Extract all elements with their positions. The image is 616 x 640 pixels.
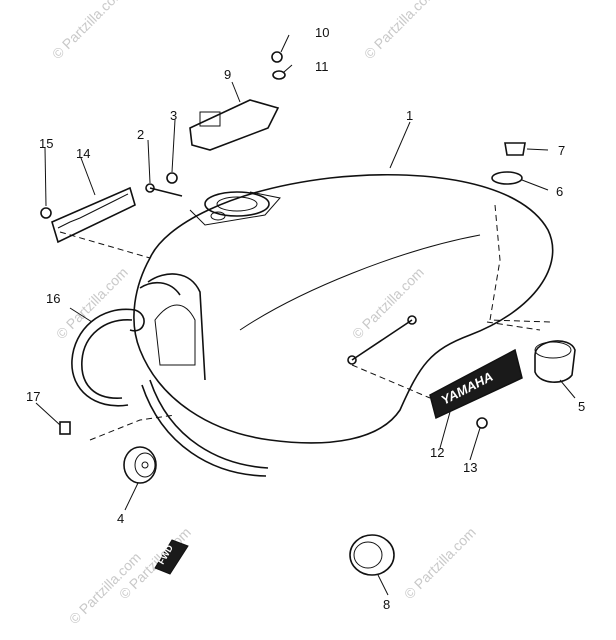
watermark-6: © Partzilla.com (401, 524, 479, 602)
bracket-part-9 (189, 99, 280, 151)
watermark-2: © Partzilla.com (361, 0, 439, 62)
callout-17: 17 (26, 389, 40, 404)
watermark-1: © Partzilla.com (49, 0, 127, 62)
watermarks: © Partzilla.com © Partzilla.com © Partzi… (49, 0, 479, 627)
callout-4: 4 (117, 511, 124, 526)
hose-part-16 (71, 273, 269, 477)
callout-9: 9 (224, 67, 231, 82)
callout-7: 7 (558, 143, 565, 158)
callout-2: 2 (137, 127, 144, 142)
grommet-part-4 (123, 446, 157, 484)
callout-10: 10 (315, 25, 329, 40)
callout-12: 12 (430, 445, 444, 460)
callouts: 1 2 3 4 5 6 7 8 9 10 11 12 13 14 15 16 1… (26, 25, 585, 612)
callout-3: 3 (170, 108, 177, 123)
fwd-label: FWD (154, 539, 189, 575)
plate-part-14 (51, 186, 136, 244)
callout-11: 11 (315, 59, 329, 74)
watermark-3: © Partzilla.com (53, 264, 131, 342)
callout-16: 16 (46, 291, 60, 306)
emblem-part-12: YAMAHA (429, 348, 523, 420)
callout-8: 8 (383, 597, 390, 612)
callout-5: 5 (578, 399, 585, 414)
hardware (40, 51, 526, 435)
watermark-4: © Partzilla.com (349, 264, 427, 342)
callout-13: 13 (463, 460, 477, 475)
fuel-tank (133, 174, 554, 444)
callout-15: 15 (39, 136, 53, 151)
callout-6: 6 (556, 184, 563, 199)
plug-part-8 (349, 534, 395, 576)
leader-lines (35, 34, 576, 596)
callout-14: 14 (76, 146, 90, 161)
cap-part-5 (534, 340, 576, 383)
callout-1: 1 (406, 108, 413, 123)
